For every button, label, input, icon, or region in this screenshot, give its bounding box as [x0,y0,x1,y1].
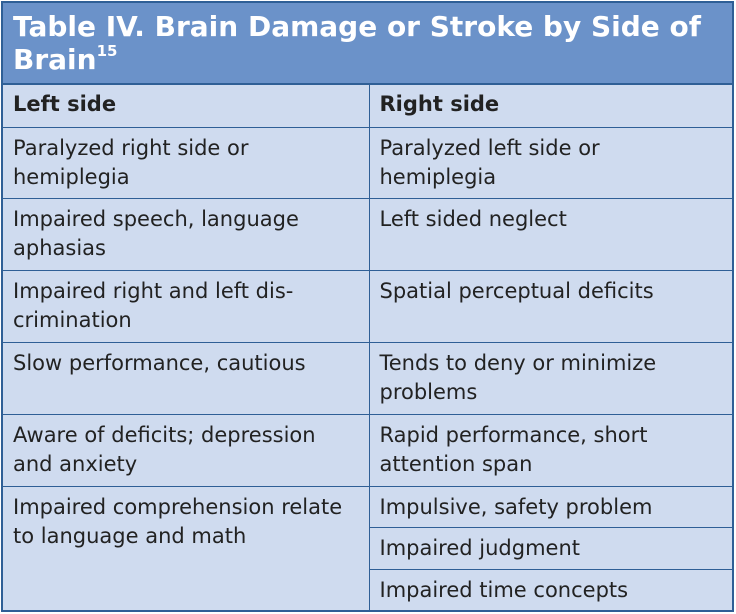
table-grid: Left side Right side Paralyzed right sid… [3,85,732,611]
table-title-text: Table IV. Brain Damage or Stroke by Side… [13,10,701,76]
cell-right: Impaired judgment [369,526,732,570]
cell-right: Rapid performance, short attention span [368,413,732,487]
cell-right: Tends to deny or minimize problems [368,341,732,415]
cell-right: Spatial perceptual deficits [368,269,732,343]
header-right-side: Right side [368,85,732,128]
table-row: Impaired judgment [3,526,732,570]
cell-right: Impaired time concepts [369,568,732,610]
cell-left: Impaired comprehension relate to languag… [3,485,370,611]
cell-left: Impaired right and left dis-crimination [3,269,370,343]
table-row: Aware of deficits; depression and anxiet… [3,413,732,487]
table-row: Impaired speech, language aphasias Left … [3,197,732,271]
cell-left: Paralyzed right side or hemiplegia [3,126,370,199]
header-left-side: Left side [3,85,370,128]
cell-left: Slow performance, cautious [3,341,370,415]
cell-right: Impulsive, safety problem [368,485,732,528]
cell-left: Impaired speech, language aphasias [3,197,370,271]
table-row: Impaired right and left dis-crimination … [3,269,732,343]
table-row: Slow performance, cautious Tends to deny… [3,341,732,415]
table-row: Impaired time concepts [3,568,732,610]
cell-right: Left sided neglect [368,197,732,271]
cell-left: Aware of deficits; depression and anxiet… [3,413,370,487]
header-row: Left side Right side [3,85,732,128]
table-row: Paralyzed right side or hemiplegia Paral… [3,126,732,199]
table-title: Table IV. Brain Damage or Stroke by Side… [3,3,732,85]
table-row: Impaired comprehension relate to languag… [3,485,732,611]
title-footnote-ref: 15 [96,42,118,60]
cell-right: Paralyzed left side or hemiplegia [368,126,732,199]
